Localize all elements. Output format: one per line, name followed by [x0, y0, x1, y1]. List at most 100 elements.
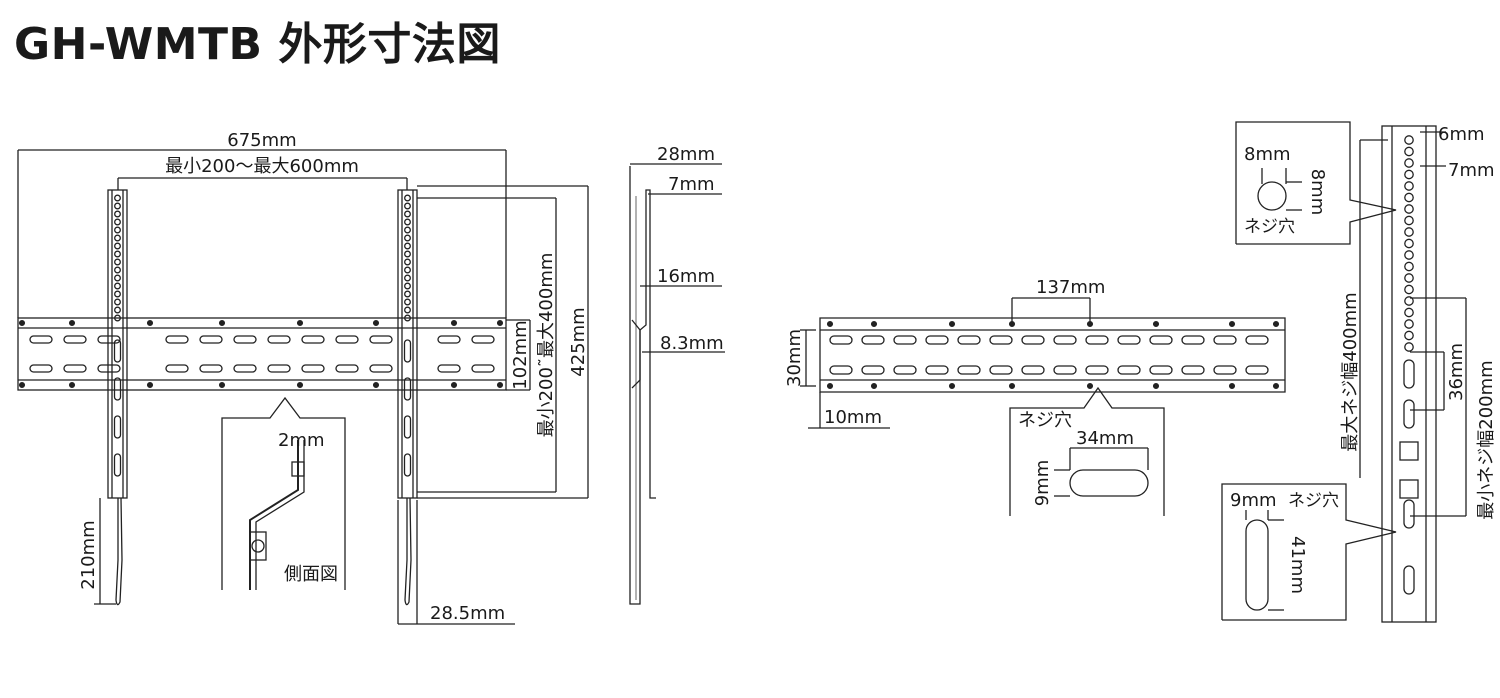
- arm-hole: [114, 282, 121, 290]
- slot: [63, 335, 87, 344]
- arm-hole: [1404, 238, 1414, 249]
- dim-675: 675mm: [227, 130, 296, 151]
- arm-slot: [403, 377, 412, 401]
- slot-label: ネジ穴: [1288, 491, 1339, 511]
- screw-dot: [826, 320, 834, 328]
- slot: [1213, 335, 1237, 345]
- min-screw-width: 最小ネジ幅200mm: [1476, 360, 1497, 519]
- slot: [335, 364, 359, 373]
- hole-callout: [1235, 121, 1397, 245]
- slot: [1181, 365, 1205, 375]
- dim-210: 210mm: [78, 520, 99, 589]
- screw-dot: [870, 382, 878, 390]
- screw-dot: [496, 319, 504, 327]
- arm-slot: [113, 415, 122, 439]
- crossbar-outline: [819, 317, 1286, 393]
- screw-dot: [1152, 320, 1160, 328]
- arm-hole: [1404, 192, 1414, 203]
- dim-28mm: 28mm: [657, 144, 715, 165]
- screw-dot: [372, 319, 380, 327]
- screw-dot: [296, 319, 304, 327]
- slot: [199, 335, 223, 344]
- left-arm-holes: [113, 194, 122, 477]
- crossbar-screw-label: ネジ穴: [1018, 410, 1072, 431]
- arm-holes: [1399, 135, 1419, 595]
- slot: [1181, 335, 1205, 345]
- arm-hole: [404, 226, 411, 234]
- arm-hole: [1404, 250, 1414, 260]
- arm-hole: [1404, 227, 1414, 237]
- screw-dot: [1272, 382, 1280, 390]
- arm-hole: [114, 258, 121, 266]
- slot: [1021, 365, 1045, 375]
- arm-hole: [114, 290, 121, 298]
- arm-slot: [403, 339, 412, 363]
- arm-slot: [113, 339, 122, 363]
- screw-dot: [218, 381, 226, 389]
- slot: [893, 335, 917, 345]
- screw-dot: [296, 381, 304, 389]
- front-crossbar-slots: [29, 335, 495, 373]
- slot: [1085, 335, 1109, 345]
- crossbar-slots: [829, 335, 1269, 375]
- screw-dot: [68, 381, 76, 389]
- dim-7mm: 7mm: [1448, 160, 1495, 181]
- arm-hole: [1404, 296, 1414, 306]
- slot: [301, 335, 325, 344]
- slot: [437, 335, 461, 344]
- slot: [829, 365, 853, 375]
- slot: [1117, 335, 1141, 345]
- dim-7mm-side: 7mm: [668, 174, 715, 195]
- arm-hole: [114, 218, 121, 226]
- side-detail-callout: [221, 396, 346, 590]
- slot: [925, 335, 949, 345]
- dim-2mm: 2mm: [278, 430, 325, 451]
- arm-hole: [404, 210, 411, 218]
- arm-hole: [404, 250, 411, 258]
- slot: [369, 364, 393, 373]
- slot: [1245, 365, 1269, 375]
- arm-hole: [404, 282, 411, 290]
- slot: [369, 335, 393, 344]
- screw-dot: [1008, 382, 1016, 390]
- dim-hole-w: 8mm: [1244, 144, 1291, 165]
- slot: [267, 335, 291, 344]
- dim-10: 10mm: [824, 407, 882, 428]
- screw-dot: [218, 319, 226, 327]
- arm-hole: [1404, 330, 1414, 341]
- arm-hole: [404, 290, 411, 298]
- screw-dot: [1152, 382, 1160, 390]
- slot: [1245, 335, 1269, 345]
- left-cord: [115, 497, 123, 606]
- arm-hole: [404, 298, 411, 306]
- slot: [829, 335, 853, 345]
- screw-dot: [1228, 320, 1236, 328]
- slot: [1021, 335, 1045, 345]
- arm-hole: [404, 274, 411, 282]
- screw-dot: [372, 381, 380, 389]
- screw-dot: [1272, 320, 1280, 328]
- dim-34: 34mm: [1076, 428, 1134, 449]
- arm-slot: [1403, 565, 1415, 595]
- crossbar-screws: [826, 320, 1280, 390]
- slot: [301, 364, 325, 373]
- slot: [165, 364, 189, 373]
- arm-hole: [114, 242, 121, 250]
- arm-hole: [1404, 261, 1414, 272]
- dim-30: 30mm: [784, 329, 805, 387]
- arm-hole: [404, 194, 411, 202]
- slot: [1149, 335, 1173, 345]
- screw-dot: [1086, 382, 1094, 390]
- slot: [861, 335, 885, 345]
- arm-hole: [114, 266, 121, 274]
- dim-102: 102mm: [510, 320, 531, 389]
- arm-hole: [1404, 307, 1414, 318]
- arm-hole: [1404, 135, 1414, 145]
- slot: [989, 365, 1013, 375]
- front-crossbar: [17, 317, 507, 391]
- arm-square: [1399, 441, 1419, 461]
- right-arm-holes: [403, 194, 412, 477]
- arm-hole: [404, 218, 411, 226]
- screw-dot: [870, 320, 878, 328]
- slot: [989, 335, 1013, 345]
